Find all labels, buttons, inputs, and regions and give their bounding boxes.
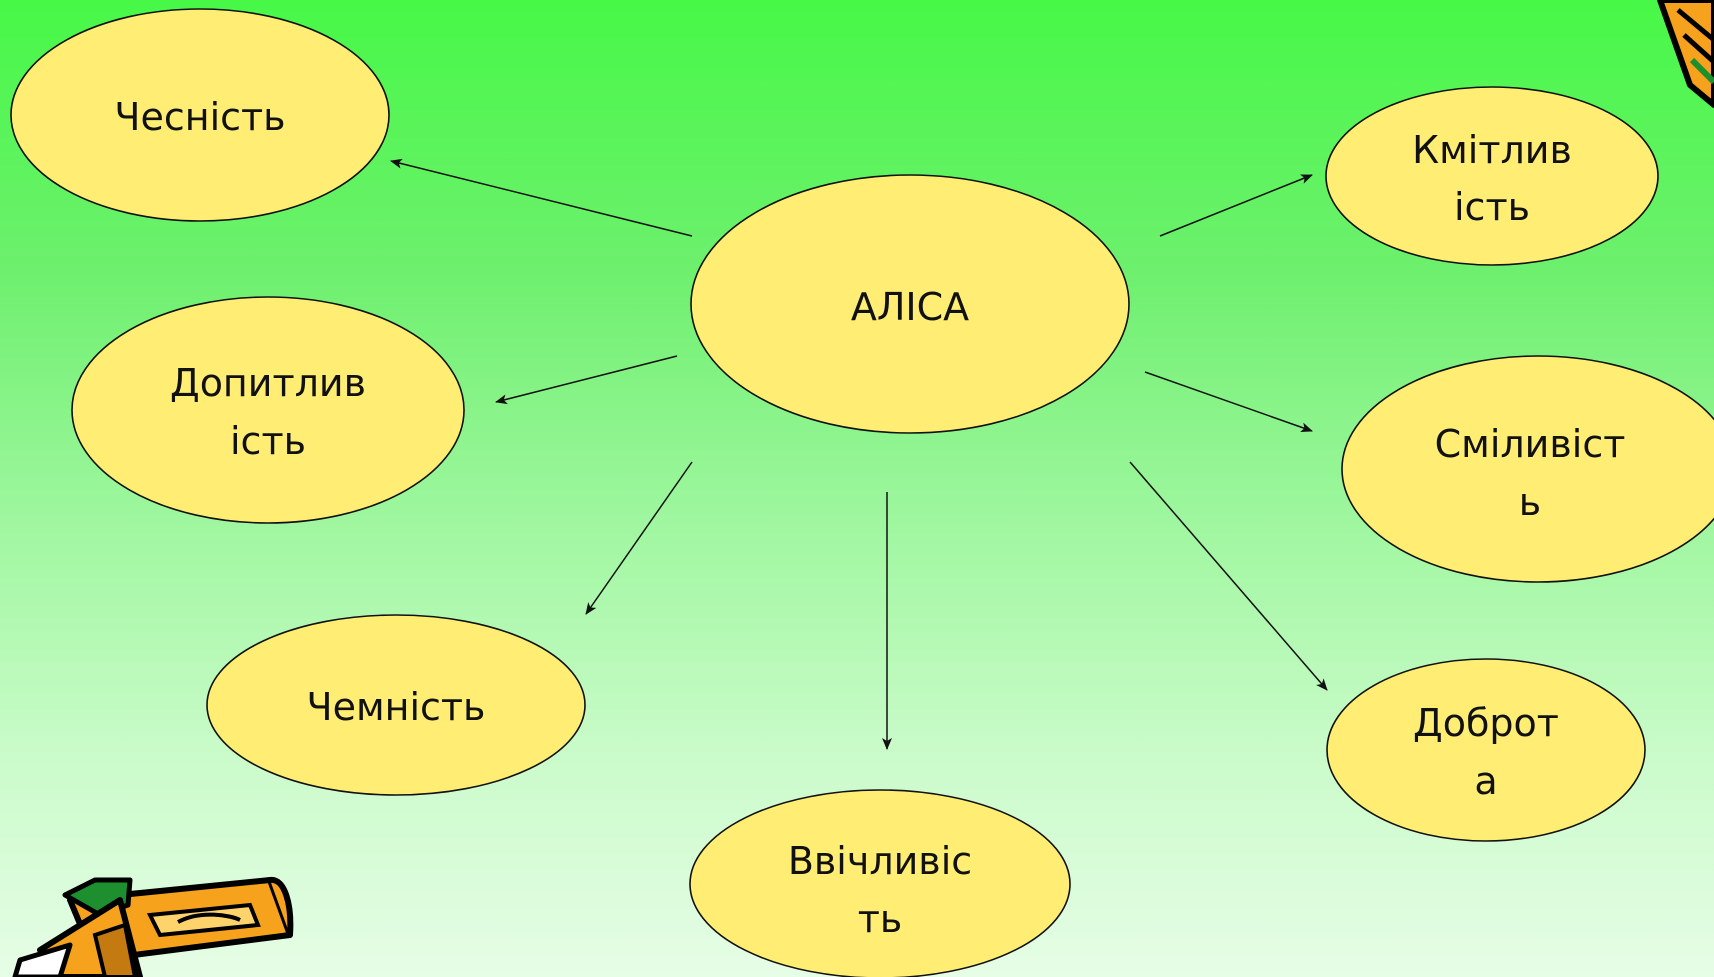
edge-to-dopytlyvist bbox=[495, 355, 678, 405]
node-kmitlyvist-label-line2: ість bbox=[1454, 185, 1530, 229]
node-chemnist-label: Чемність bbox=[307, 685, 486, 729]
node-smilyvist-label-line2: ь bbox=[1519, 480, 1541, 524]
node-smilyvist: Сміливіст ь bbox=[1341, 355, 1714, 583]
edge-to-chemnist bbox=[585, 461, 693, 615]
pencil-corner-icon bbox=[1657, 0, 1714, 108]
node-dopytlyvist: Допитлив ість bbox=[71, 296, 465, 524]
pencil-clipart-icon bbox=[12, 877, 294, 977]
node-chemnist: Чемність bbox=[206, 614, 586, 796]
node-alisa: АЛІСА bbox=[690, 174, 1130, 434]
node-vvichlyvist: Ввічливіс ть bbox=[689, 789, 1071, 977]
node-alisa-label: АЛІСА bbox=[851, 285, 969, 329]
node-kmitlyvist-label-line1: Кмітлив bbox=[1412, 128, 1572, 172]
node-kmitlyvist: Кмітлив ість bbox=[1325, 86, 1659, 266]
node-chesnist: Чесність bbox=[10, 8, 390, 222]
edge-to-dobrota bbox=[1129, 461, 1328, 691]
node-dobrota-label-line2: а bbox=[1474, 759, 1497, 803]
node-dopytlyvist-label-line1: Допитлив bbox=[170, 361, 366, 405]
node-smilyvist-label-line1: Сміливіст bbox=[1435, 422, 1626, 466]
node-dobrota: Доброт а bbox=[1326, 658, 1646, 842]
edges bbox=[390, 158, 1328, 750]
edge-to-chesnist bbox=[390, 158, 693, 237]
node-vvichlyvist-label-line2: ть bbox=[858, 897, 903, 941]
edge-to-smilyvist bbox=[1144, 371, 1313, 433]
edge-to-kmitlyvist bbox=[1159, 174, 1313, 237]
node-chesnist-label: Чесність bbox=[114, 95, 285, 139]
node-vvichlyvist-label-line1: Ввічливіс bbox=[788, 839, 972, 883]
node-dopytlyvist-label-line2: ість bbox=[230, 419, 306, 463]
node-dobrota-label-line1: Доброт bbox=[1413, 701, 1559, 745]
